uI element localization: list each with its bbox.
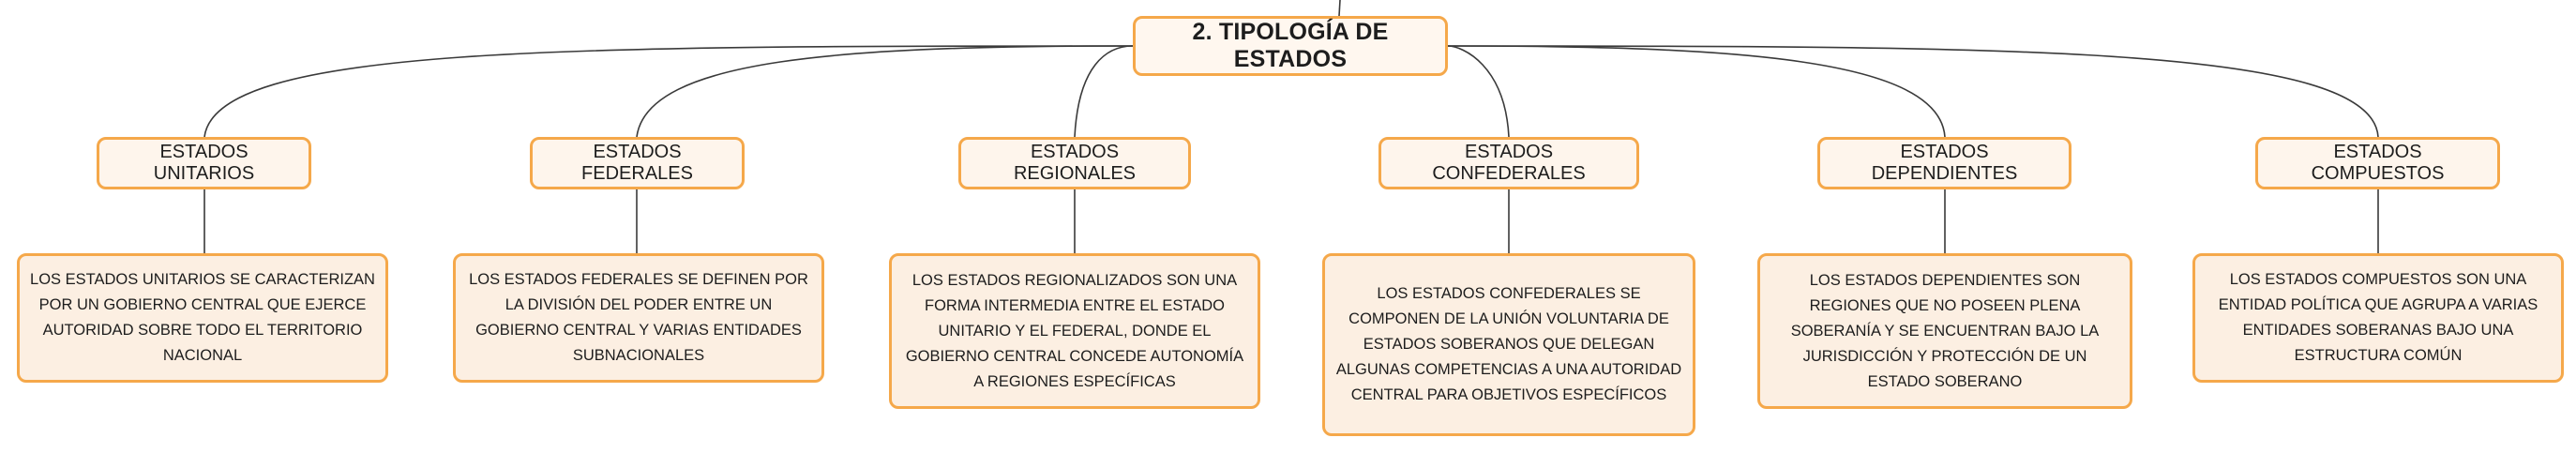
description-estados-dependientes[interactable]: LOS ESTADOS DEPENDIENTES SON REGIONES QU… <box>1757 253 2132 409</box>
description-text: LOS ESTADOS COMPUESTOS SON UNA ENTIDAD P… <box>2218 271 2538 364</box>
connector-root-to-dependientes <box>1447 45 1946 138</box>
connector-root-to-compuestos <box>1447 45 2379 138</box>
connector-root-to-federales <box>636 45 1134 138</box>
root-topic-label: 2. TIPOLOGÍA DE ESTADOS <box>1192 19 1389 72</box>
topic-estados-confederales[interactable]: ESTADOS CONFEDERALES <box>1378 137 1639 189</box>
root-incoming-line <box>1338 0 1341 17</box>
topic-estados-federales[interactable]: ESTADOS FEDERALES <box>530 137 745 189</box>
topic-estados-unitarios[interactable]: ESTADOS UNITARIOS <box>97 137 311 189</box>
root-topic[interactable]: 2. TIPOLOGÍA DE ESTADOS <box>1133 16 1448 76</box>
topic-label: ESTADOS FEDERALES <box>581 142 693 184</box>
description-text: LOS ESTADOS CONFEDERALES SE COMPONEN DE … <box>1335 285 1682 403</box>
description-estados-regionales[interactable]: LOS ESTADOS REGIONALIZADOS SON UNA FORMA… <box>889 253 1260 409</box>
description-text: LOS ESTADOS REGIONALIZADOS SON UNA FORMA… <box>905 271 1244 390</box>
description-estados-federales[interactable]: LOS ESTADOS FEDERALES SE DEFINEN POR LA … <box>453 253 824 383</box>
description-text: LOS ESTADOS DEPENDIENTES SON REGIONES QU… <box>1790 271 2100 390</box>
topic-estados-dependientes[interactable]: ESTADOS DEPENDIENTES <box>1817 137 2071 189</box>
description-text: LOS ESTADOS FEDERALES SE DEFINEN POR LA … <box>469 271 808 364</box>
topic-label: ESTADOS CONFEDERALES <box>1432 142 1586 184</box>
topic-estados-regionales[interactable]: ESTADOS REGIONALES <box>958 137 1191 189</box>
topic-label: ESTADOS REGIONALES <box>1013 142 1137 184</box>
connector-root-to-confederales <box>1447 45 1510 138</box>
description-estados-confederales[interactable]: LOS ESTADOS CONFEDERALES SE COMPONEN DE … <box>1322 253 1695 436</box>
topic-estados-compuestos[interactable]: ESTADOS COMPUESTOS <box>2255 137 2500 189</box>
topic-label: ESTADOS COMPUESTOS <box>2311 142 2445 184</box>
connector-root-to-unitarios <box>203 45 1134 138</box>
topic-label: ESTADOS DEPENDIENTES <box>1871 142 2018 184</box>
topic-label: ESTADOS UNITARIOS <box>153 142 255 184</box>
description-estados-compuestos[interactable]: LOS ESTADOS COMPUESTOS SON UNA ENTIDAD P… <box>2192 253 2564 383</box>
description-text: LOS ESTADOS UNITARIOS SE CARACTERIZAN PO… <box>30 271 375 364</box>
connector-root-to-regionales <box>1074 45 1134 138</box>
description-estados-unitarios[interactable]: LOS ESTADOS UNITARIOS SE CARACTERIZAN PO… <box>17 253 388 383</box>
